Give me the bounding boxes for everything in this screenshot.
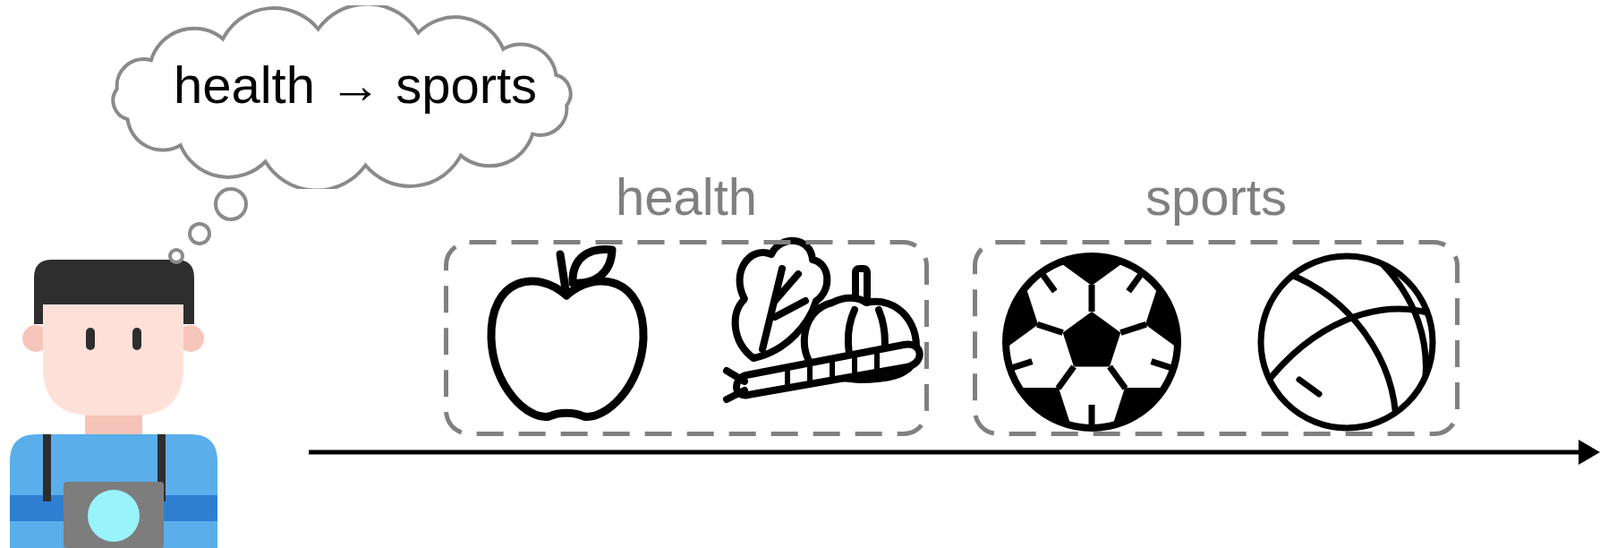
carrot-ridges bbox=[787, 353, 877, 385]
thought-bubble bbox=[170, 249, 183, 263]
dashed-frame bbox=[972, 239, 1460, 436]
soccer-ball-pattern bbox=[979, 229, 1203, 443]
soccer-seam bbox=[1120, 323, 1147, 332]
dashed-frame bbox=[443, 239, 929, 436]
basketball-seam bbox=[1263, 308, 1437, 387]
soccer-seam bbox=[1008, 361, 1033, 370]
basketball-seams bbox=[1263, 257, 1437, 430]
group-box: sports bbox=[972, 152, 1460, 436]
group-heading: health bbox=[443, 152, 929, 240]
apple-icon bbox=[491, 249, 644, 418]
basketball-outline bbox=[1260, 255, 1433, 428]
camera-body bbox=[63, 481, 164, 548]
camera-strap bbox=[42, 434, 52, 502]
soccer-seam bbox=[1089, 284, 1096, 312]
dashed-border bbox=[975, 242, 1458, 435]
person-face bbox=[42, 304, 184, 416]
thought-text: health → sports bbox=[92, 0, 592, 177]
lettuce-vein bbox=[774, 300, 806, 317]
lettuce-vein bbox=[774, 273, 799, 301]
timeline-arrowhead bbox=[1578, 439, 1600, 465]
person-shirt bbox=[9, 434, 218, 548]
soccer-center-patch bbox=[1063, 311, 1122, 367]
group-box: health bbox=[443, 152, 929, 436]
lettuce bbox=[735, 240, 828, 358]
apple-stem bbox=[560, 254, 567, 296]
lettuce-vein bbox=[762, 268, 783, 349]
soccer-seam bbox=[1128, 271, 1143, 292]
soccer-seam bbox=[1089, 404, 1096, 430]
soccer-seam bbox=[1109, 366, 1126, 389]
camera-lens bbox=[87, 489, 140, 542]
soccer-seam bbox=[1057, 366, 1074, 389]
person-hair bbox=[34, 259, 195, 324]
person-eye bbox=[85, 327, 95, 350]
carrot-leaves bbox=[726, 370, 745, 400]
apple-leaf bbox=[572, 249, 613, 284]
dashed-border bbox=[446, 242, 928, 435]
apple-body bbox=[491, 280, 644, 417]
thought-bubble bbox=[189, 223, 210, 244]
person-eye bbox=[132, 327, 142, 350]
person-icon bbox=[9, 259, 218, 548]
basketball-seam bbox=[1376, 257, 1426, 398]
timeline-axis bbox=[308, 450, 1584, 455]
soccer-ball-icon bbox=[979, 229, 1203, 443]
thought-cloud: health → sports bbox=[92, 5, 592, 189]
soccer-seam bbox=[1039, 271, 1055, 292]
thought-bubble bbox=[215, 188, 247, 220]
basketball-seam bbox=[1288, 273, 1396, 430]
group-heading: sports bbox=[972, 152, 1460, 240]
soccer-outer-patch bbox=[1063, 229, 1122, 286]
soccer-seam bbox=[1037, 323, 1064, 332]
carrot bbox=[736, 344, 920, 396]
soccer-seam bbox=[1151, 361, 1176, 370]
basketball-seam bbox=[1299, 379, 1320, 394]
soccer-outer-patch bbox=[979, 290, 1039, 347]
vegetables-icon bbox=[726, 240, 920, 400]
basketball-icon bbox=[1260, 255, 1437, 430]
soccer-outer-patch bbox=[1145, 290, 1204, 347]
